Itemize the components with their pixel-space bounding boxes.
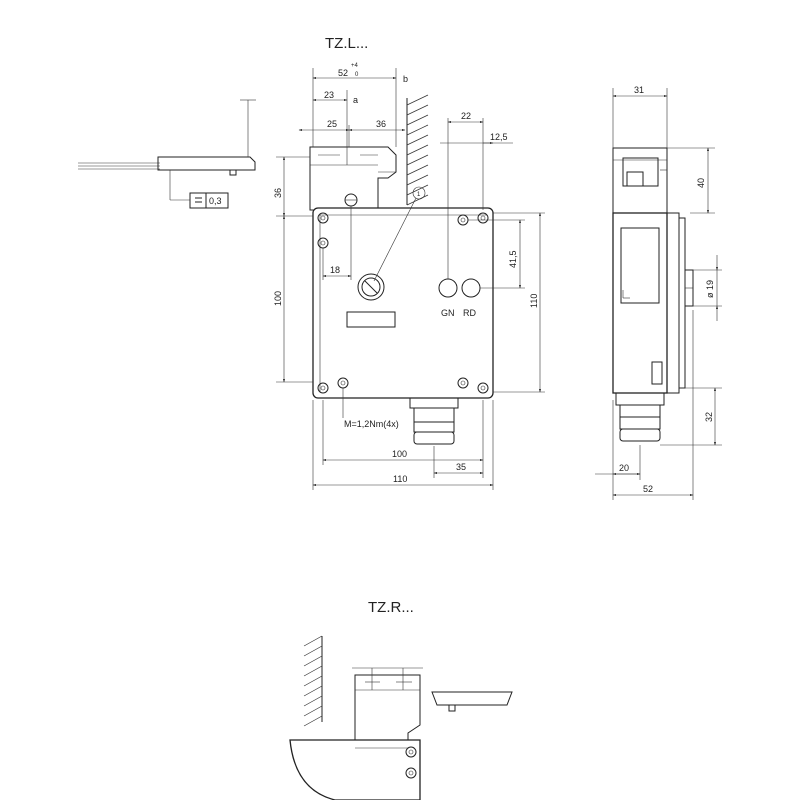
dim-52-side: 52 bbox=[643, 484, 653, 494]
front-view: GN RD 1 52 +4 0 b 23 a 25 36 bbox=[273, 63, 545, 490]
dim-20: 20 bbox=[619, 463, 629, 473]
dim-22: 22 bbox=[461, 111, 471, 121]
dim-23: 23 bbox=[324, 90, 334, 100]
ref-b: b bbox=[403, 74, 408, 84]
dim-18: 18 bbox=[330, 265, 340, 275]
dim-100-left: 100 bbox=[273, 291, 283, 306]
tz-r-view bbox=[289, 635, 513, 800]
side-head bbox=[612, 147, 668, 214]
flatness-tolerance-frame bbox=[189, 192, 229, 209]
wall-hatching-bottom bbox=[303, 635, 323, 727]
dim-dia19: ø 19 bbox=[705, 280, 715, 298]
dim-tol-plus: +4 bbox=[351, 63, 359, 69]
actuator-side-view: 0,3 bbox=[78, 99, 256, 209]
dim-41-5: 41,5 bbox=[508, 250, 518, 268]
dim-110-bottom: 110 bbox=[393, 474, 407, 484]
title-tz-l: TZ.L... bbox=[325, 35, 368, 52]
dim-52-top: 52 bbox=[338, 68, 348, 78]
led-rd-label: RD bbox=[463, 308, 476, 318]
led-gn-label: GN bbox=[441, 308, 455, 318]
corner-screws bbox=[317, 212, 489, 394]
dim-25: 25 bbox=[327, 119, 337, 129]
dim-36-left: 36 bbox=[273, 188, 283, 198]
title-tz-r: TZ.R... bbox=[368, 599, 414, 616]
dim-tol-zero: 0 bbox=[355, 72, 359, 78]
switch-housing bbox=[312, 207, 494, 399]
wall-hatching bbox=[406, 94, 429, 206]
dim-40: 40 bbox=[696, 178, 706, 188]
callout-1-label: 1 bbox=[417, 192, 421, 198]
flatness-tolerance-value: 0,3 bbox=[209, 196, 222, 206]
dim-110-right: 110 bbox=[529, 294, 539, 308]
auxiliary-release bbox=[357, 273, 385, 301]
dim-35: 35 bbox=[456, 462, 466, 472]
torque-note: M=1,2Nm(4x) bbox=[344, 419, 399, 429]
label-plate bbox=[346, 311, 396, 328]
dim-32: 32 bbox=[704, 412, 714, 422]
dim-36-top: 36 bbox=[376, 119, 386, 129]
side-view: 31 40 ø 19 32 20 52 bbox=[595, 85, 722, 500]
callout-marker bbox=[412, 186, 426, 200]
ref-a: a bbox=[353, 95, 358, 105]
dim-12-5: 12,5 bbox=[490, 132, 508, 142]
dim-31: 31 bbox=[634, 85, 644, 95]
cable-gland bbox=[409, 397, 459, 445]
cover-screws bbox=[317, 214, 469, 389]
dim-100-bottom: 100 bbox=[392, 449, 407, 459]
